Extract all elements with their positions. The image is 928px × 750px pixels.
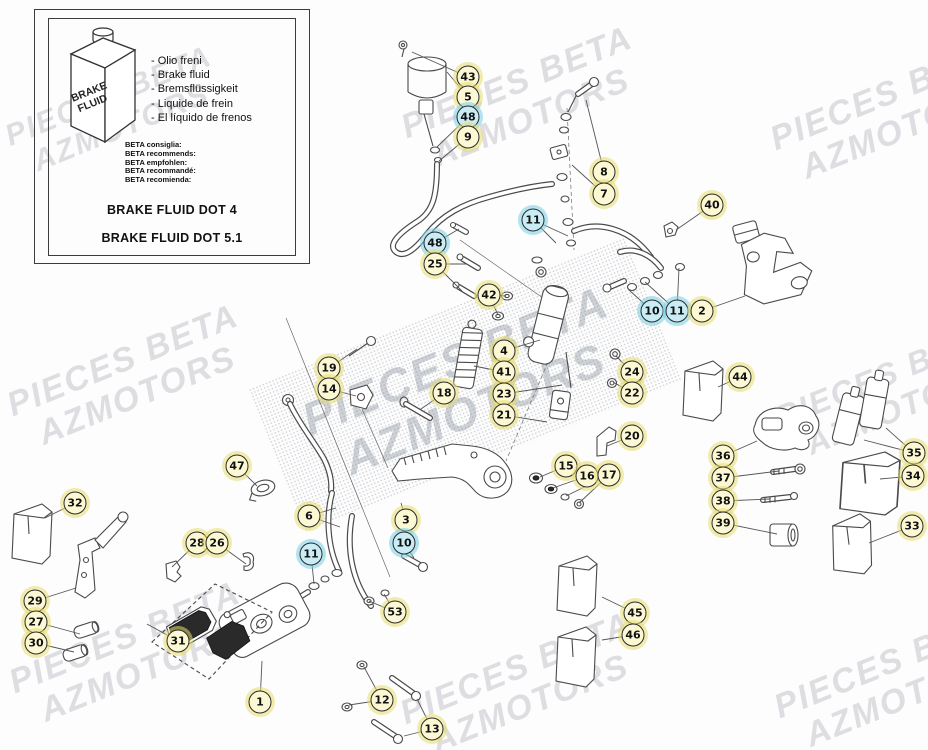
reco-it: BETA consiglia:: [125, 140, 182, 149]
callout-29[interactable]: 29: [23, 589, 47, 613]
dot51-label: BRAKE FLUID DOT 5.1: [101, 231, 243, 245]
callout-40[interactable]: 40: [700, 193, 724, 217]
callout-21[interactable]: 21: [492, 403, 516, 427]
callout-11[interactable]: 11: [521, 208, 545, 232]
pushrod-clevis: [548, 348, 642, 457]
callout-32[interactable]: 32: [63, 491, 87, 515]
callout-19[interactable]: 19: [317, 356, 341, 380]
callout-18[interactable]: 18: [432, 381, 456, 405]
spare-bags: [11, 360, 901, 688]
master-cylinder: [449, 221, 569, 365]
callout-28[interactable]: 28: [185, 531, 209, 555]
reco-de: BETA empfohlen:: [125, 157, 188, 167]
pedal-linkage: [348, 335, 377, 410]
callout-41[interactable]: 41: [492, 360, 516, 384]
fluid-name-fr: - Liquide de frein: [151, 97, 233, 110]
callout-44[interactable]: 44: [728, 365, 752, 389]
right-hardware: [753, 369, 890, 547]
callout-33[interactable]: 33: [900, 514, 924, 538]
beta-recommendation-list: BETA consiglia: BETA recommends: BETA em…: [125, 140, 196, 185]
callout-26[interactable]: 26: [205, 531, 229, 555]
info-box-inner-border: [48, 18, 296, 256]
return-spring: [453, 319, 483, 390]
callout-37[interactable]: 37: [711, 466, 735, 490]
callout-38[interactable]: 38: [711, 489, 735, 513]
fluid-name-it: - Olio freni: [151, 55, 202, 67]
callout-45[interactable]: 45: [623, 601, 647, 625]
callout-2[interactable]: 2: [690, 299, 714, 323]
callout-35[interactable]: 35: [902, 441, 926, 465]
rear-caliper-bracket: [602, 220, 813, 305]
callout-11[interactable]: 11: [299, 542, 323, 566]
brake-fluid-info-box: BRAKE FLUID - Olio freni - Brake fluid -…: [34, 9, 310, 264]
callout-25[interactable]: 25: [423, 252, 447, 276]
callout-46[interactable]: 46: [621, 623, 645, 647]
banjo-fitting-chain: [549, 76, 654, 260]
callout-34[interactable]: 34: [901, 464, 925, 488]
callout-1[interactable]: 1: [248, 690, 272, 714]
callout-3[interactable]: 3: [394, 508, 418, 532]
callout-6[interactable]: 6: [297, 504, 321, 528]
hose-and-guards: [281, 393, 429, 609]
callout-30[interactable]: 30: [24, 631, 48, 655]
brake-fluid-bottle: BRAKE FLUID: [69, 27, 137, 144]
callout-42[interactable]: 42: [477, 283, 501, 307]
callout-16[interactable]: 16: [575, 464, 599, 488]
reco-en: BETA recommends:: [125, 148, 196, 158]
fluid-name-es: - El líquido de frenos: [151, 111, 252, 124]
callout-31[interactable]: 31: [166, 629, 190, 653]
callout-53[interactable]: 53: [383, 600, 407, 624]
callout-23[interactable]: 23: [492, 382, 516, 406]
brake-pedal: [391, 396, 585, 510]
dot4-label: BRAKE FLUID DOT 4: [106, 203, 238, 217]
fluid-name-de: - Bremsflüssigkeit: [151, 83, 238, 96]
callout-10[interactable]: 10: [640, 299, 664, 323]
callout-9[interactable]: 9: [456, 125, 480, 149]
reservoir-assembly: [390, 40, 555, 257]
fluid-name-en: - Brake fluid: [151, 69, 210, 82]
reco-fr: BETA recommandé:: [125, 166, 196, 176]
callout-12[interactable]: 12: [370, 688, 394, 712]
callout-11[interactable]: 11: [665, 299, 689, 323]
callout-27[interactable]: 27: [24, 610, 48, 634]
callout-20[interactable]: 20: [620, 424, 644, 448]
fluid-name-list: - Olio freni - Brake fluid - Bremsflüssi…: [151, 54, 252, 125]
callout-17[interactable]: 17: [597, 463, 621, 487]
callout-4[interactable]: 4: [492, 339, 516, 363]
callout-13[interactable]: 13: [420, 717, 444, 741]
callout-47[interactable]: 47: [225, 454, 249, 478]
callout-39[interactable]: 39: [711, 511, 735, 535]
callout-22[interactable]: 22: [620, 381, 644, 405]
callout-36[interactable]: 36: [711, 444, 735, 468]
callout-7[interactable]: 7: [592, 182, 616, 206]
callout-15[interactable]: 15: [554, 454, 578, 478]
callout-14[interactable]: 14: [317, 377, 341, 401]
callout-24[interactable]: 24: [620, 360, 644, 384]
bracket-and-pins: [62, 479, 276, 662]
callout-10[interactable]: 10: [392, 531, 416, 555]
callout-8[interactable]: 8: [592, 160, 616, 184]
reco-es: BETA recomienda:: [125, 175, 192, 185]
callout-48[interactable]: 48: [423, 231, 447, 255]
